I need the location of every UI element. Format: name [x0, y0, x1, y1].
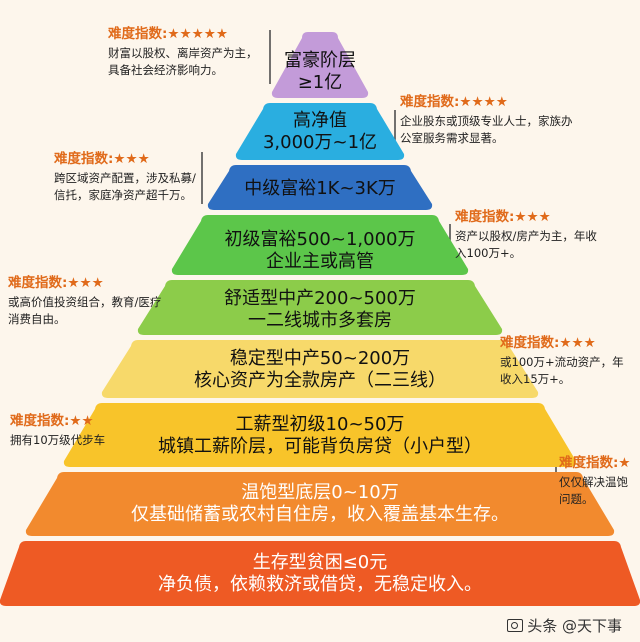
tier-1-label: 富豪阶层 ≥1亿: [260, 50, 380, 94]
note-text: 企业股东或顶级专业人士，家族办公室服务需求显著。: [400, 114, 573, 145]
tier-4-line2: 企业主或高管: [266, 251, 374, 272]
star-rating-icon: ★★★: [559, 335, 596, 351]
pyramid-tier-8: [25, 472, 615, 536]
pyramid-tier-6: [101, 340, 539, 398]
note-label: 难度指数:: [500, 335, 560, 351]
tier-2-line1: 高净值: [293, 110, 347, 131]
note-label: 难度指数:: [108, 26, 168, 42]
note-tier-6: 难度指数:★★★ 或100万+流动资产，年收入15万+。: [500, 333, 630, 388]
pyramid-tier-5: [137, 280, 503, 335]
note-tier-4: 难度指数:★★★ 资产以股权/房产为主，年收入100万+。: [455, 207, 605, 262]
tier-3-line1: 中级富裕1K~3K万: [244, 178, 396, 199]
pyramid-tier-7: [63, 403, 577, 467]
tier-8-line1: 温饱型底层0~10万: [241, 482, 399, 503]
note-text: 拥有10万级代步车: [10, 433, 106, 447]
pyramid-tier-3: [207, 165, 433, 210]
tier-4-line1: 初级富裕500~1,000万: [224, 229, 416, 250]
note-text: 仅仅解决温饱问题。: [559, 475, 628, 506]
note-text: 财富以股权、离岸资产为主，具备社会经济影响力。: [108, 46, 258, 77]
note-label: 难度指数:: [8, 275, 68, 291]
tier-6-line2: 核心资产为全款房产（二三线）: [194, 370, 446, 391]
tier-2-line2: 3,000万~1亿: [262, 132, 378, 153]
tier-5-line2: 一二线城市多套房: [248, 310, 392, 331]
star-rating-icon: ★: [618, 455, 631, 471]
watermark-text: 头条 @天下事: [527, 617, 622, 635]
note-text: 或100万+流动资产，年收入15万+。: [500, 355, 624, 386]
note-label: 难度指数:: [10, 413, 70, 429]
tier-9-line1: 生存型贫困≤0元: [252, 552, 388, 573]
star-rating-icon: ★★★★★: [167, 26, 228, 42]
note-label: 难度指数:: [400, 94, 460, 110]
tier-9-line2: 净负债，依赖救济或借贷，无稳定收入。: [158, 574, 482, 595]
tier-6-line1: 稳定型中产50~200万: [229, 348, 411, 369]
note-tier-7: 难度指数:★★ 拥有10万级代步车: [10, 411, 120, 449]
tier-9-label: 生存型贫困≤0元 净负债，依赖救济或借贷，无稳定收入。: [60, 552, 580, 596]
note-label: 难度指数:: [54, 151, 114, 167]
tier-1-line2: ≥1亿: [297, 72, 343, 93]
star-rating-icon: ★★★: [514, 209, 551, 225]
tier-1-line1: 富豪阶层: [284, 50, 356, 71]
pyramid-tier-2: [235, 103, 405, 160]
camera-icon: [507, 619, 524, 632]
pyramid-tier-4: [171, 215, 469, 275]
tier-7-line2: 城镇工薪阶层，可能背负房贷（小户型）: [158, 436, 482, 457]
star-rating-icon: ★★★: [67, 275, 104, 291]
note-text: 跨区域资产配置，涉及私募/信托，家庭净资产超千万。: [54, 171, 196, 202]
note-label: 难度指数:: [559, 455, 619, 471]
tier-8-label: 温饱型底层0~10万 仅基础储蓄或农村自住房，收入覆盖基本生存。: [90, 482, 550, 526]
star-rating-icon: ★★: [69, 413, 94, 429]
note-tier-8: 难度指数:★ 仅仅解决温饱问题。: [559, 453, 633, 508]
tier-3-label: 中级富裕1K~3K万: [210, 178, 430, 200]
tier-7-label: 工薪型初级10~50万 城镇工薪阶层，可能背负房贷（小户型）: [110, 414, 530, 458]
note-tier-5: 难度指数:★★★ 或高价值投资组合，教育/医疗消费自由。: [8, 273, 168, 328]
note-tier-3: 难度指数:★★★ 跨区域资产配置，涉及私募/信托，家庭净资产超千万。: [54, 149, 200, 204]
note-tier-1: 难度指数:★★★★★ 财富以股权、离岸资产为主，具备社会经济影响力。: [108, 24, 268, 79]
tier-5-line1: 舒适型中产200~500万: [224, 288, 416, 309]
tier-4-label: 初级富裕500~1,000万 企业主或高管: [190, 229, 450, 273]
tier-8-line2: 仅基础储蓄或农村自住房，收入覆盖基本生存。: [131, 504, 509, 525]
note-text: 资产以股权/房产为主，年收入100万+。: [455, 229, 597, 260]
note-tier-2: 难度指数:★★★★ 企业股东或顶级专业人士，家族办公室服务需求显著。: [400, 92, 578, 147]
star-rating-icon: ★★★★: [459, 94, 508, 110]
watermark: 头条 @天下事: [507, 615, 622, 636]
tier-6-label: 稳定型中产50~200万 核心资产为全款房产（二三线）: [140, 348, 500, 392]
pyramid-tier-9: [0, 541, 640, 606]
tier-5-label: 舒适型中产200~500万 一二线城市多套房: [170, 288, 470, 332]
note-label: 难度指数:: [455, 209, 515, 225]
tier-7-line1: 工薪型初级10~50万: [235, 414, 405, 435]
star-rating-icon: ★★★: [113, 151, 150, 167]
pyramid-tier-1: [271, 32, 369, 98]
tier-2-label: 高净值 3,000万~1亿: [240, 110, 400, 154]
note-text: 或高价值投资组合，教育/医疗消费自由。: [8, 295, 162, 326]
